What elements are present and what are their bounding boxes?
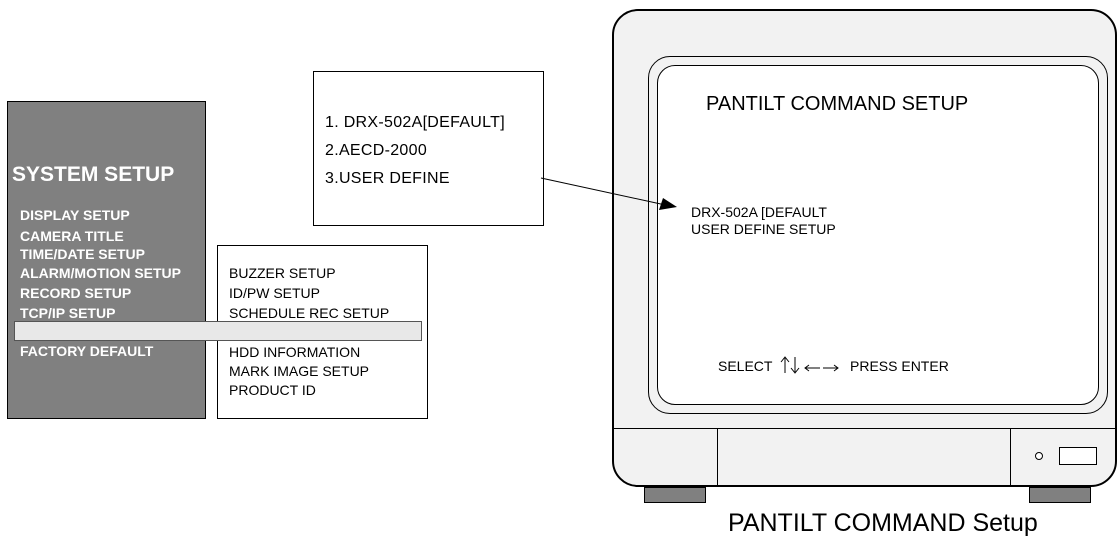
panel-divider-left <box>717 429 718 485</box>
submenu-item-buzzer-setup[interactable]: BUZZER SETUP <box>229 265 336 281</box>
monitor-bezel <box>648 56 1108 414</box>
monitor-control-panel <box>614 428 1115 485</box>
arrow-keys-icon <box>780 356 839 374</box>
panel-divider-right <box>1010 429 1011 485</box>
power-button[interactable] <box>1059 447 1097 465</box>
screen-title: PANTILT COMMAND SETUP <box>706 93 969 115</box>
submenu-item-mark-image-setup[interactable]: MARK IMAGE SETUP <box>229 363 370 379</box>
system-setup-panel <box>7 101 206 419</box>
screen-item-user-define-setup[interactable]: USER DEFINE SETUP <box>691 221 836 237</box>
menu-item-alarm-motion-setup[interactable]: ALARM/MOTION SETUP <box>20 265 181 281</box>
menu-item-display-setup[interactable]: DISPLAY SETUP <box>20 207 130 223</box>
submenu-item-product-id[interactable]: PRODUCT ID <box>229 382 316 398</box>
power-led-icon <box>1035 452 1043 460</box>
hint-press-enter-label: PRESS ENTER <box>850 358 949 374</box>
monitor-screen <box>657 65 1099 405</box>
protocol-option-user-define[interactable]: 3.USER DEFINE <box>325 170 450 187</box>
submenu-item-schedule-rec-setup[interactable]: SCHEDULE REC SETUP <box>229 305 390 321</box>
monitor-foot-left <box>644 487 706 503</box>
system-setup-title: SYSTEM SETUP <box>12 163 175 186</box>
selection-highlight-bar[interactable] <box>14 321 422 341</box>
figure-caption: PANTILT COMMAND Setup <box>728 509 1038 537</box>
menu-item-tcpip-setup[interactable]: TCP/IP SETUP <box>20 305 116 321</box>
menu-item-camera-title[interactable]: CAMERA TITLE <box>20 228 124 244</box>
hint-select-label: SELECT <box>718 358 773 374</box>
protocol-option-drx-502a[interactable]: 1. DRX-502A[DEFAULT] <box>325 114 505 131</box>
screen-item-drx-502a-default[interactable]: DRX-502A [DEFAULT <box>691 204 827 220</box>
submenu-item-id-pw-setup[interactable]: ID/PW SETUP <box>229 285 321 301</box>
menu-item-time-date-setup[interactable]: TIME/DATE SETUP <box>20 246 145 262</box>
menu-item-factory-default[interactable]: FACTORY DEFAULT <box>20 343 154 359</box>
protocol-list-box <box>313 71 544 226</box>
screen-hint: SELECT PRESS ENTER <box>718 355 949 375</box>
monitor-foot-right <box>1029 487 1091 503</box>
menu-item-record-setup[interactable]: RECORD SETUP <box>20 285 132 301</box>
protocol-option-aecd-2000[interactable]: 2.AECD-2000 <box>325 142 428 159</box>
submenu-item-hdd-information[interactable]: HDD INFORMATION <box>229 344 361 360</box>
